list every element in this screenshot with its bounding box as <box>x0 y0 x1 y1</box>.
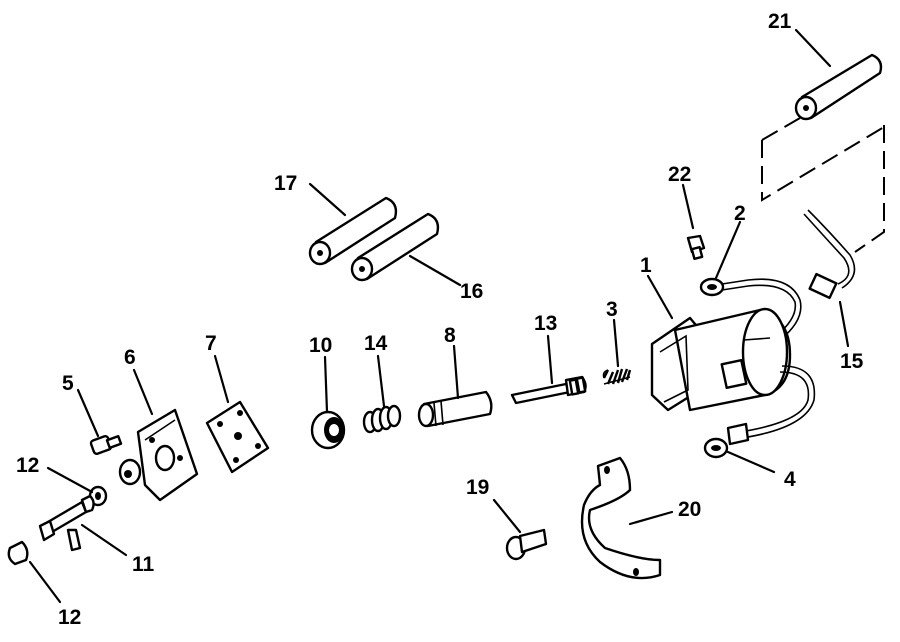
part-12-cap <box>7 540 29 566</box>
callout-22: 22 <box>668 163 691 186</box>
part-20-clamp <box>580 456 662 580</box>
callout-5: 5 <box>62 372 74 395</box>
callout-18: 17 <box>274 172 297 195</box>
part-19-screw <box>505 528 548 561</box>
callout-12: 12 <box>58 606 81 629</box>
part-18-tube <box>308 196 398 266</box>
callout-10: 10 <box>309 334 332 357</box>
callout-20: 20 <box>678 498 701 521</box>
callout-2: 2 <box>734 202 746 225</box>
part-6-cover <box>118 408 199 502</box>
part-8-sleeve <box>417 390 493 428</box>
callout-21: 21 <box>768 10 792 33</box>
callout-19: 19 <box>466 476 489 499</box>
callout-17: 16 <box>460 280 483 303</box>
part-1-solenoid <box>650 307 792 412</box>
leader-lines <box>28 28 850 604</box>
callout-7: 7 <box>205 332 217 355</box>
callout-11: 11 <box>132 553 155 576</box>
part-5-screw <box>89 434 123 456</box>
callout-8: 8 <box>444 324 456 347</box>
part-7-gasket <box>205 400 270 474</box>
phantom-lines <box>761 117 885 253</box>
callout-labels: 21 22 2 1 3 13 8 14 10 17 16 7 6 5 12 11… <box>16 10 864 629</box>
part-11-fitting <box>38 494 95 552</box>
callout-3: 3 <box>606 298 618 321</box>
part-15-spring <box>362 404 402 434</box>
callout-14: 13 <box>534 312 557 335</box>
part-22-screw <box>686 234 706 261</box>
part-21-tube <box>794 53 883 121</box>
callout-1: 1 <box>640 254 652 277</box>
part-10-seal <box>310 410 346 450</box>
callout-6: 6 <box>124 346 136 369</box>
callout-4: 4 <box>784 468 796 491</box>
part-16-connector <box>803 209 856 300</box>
callout-16: 15 <box>840 350 864 373</box>
callout-15: 14 <box>364 332 388 355</box>
part-14-plunger <box>510 375 587 405</box>
callout-13: 12 <box>16 454 39 477</box>
part-3-spring <box>602 368 632 385</box>
part-17-tube <box>350 212 440 282</box>
part-2-ring-lead <box>699 277 802 341</box>
part-4-ring-lead <box>703 365 816 459</box>
